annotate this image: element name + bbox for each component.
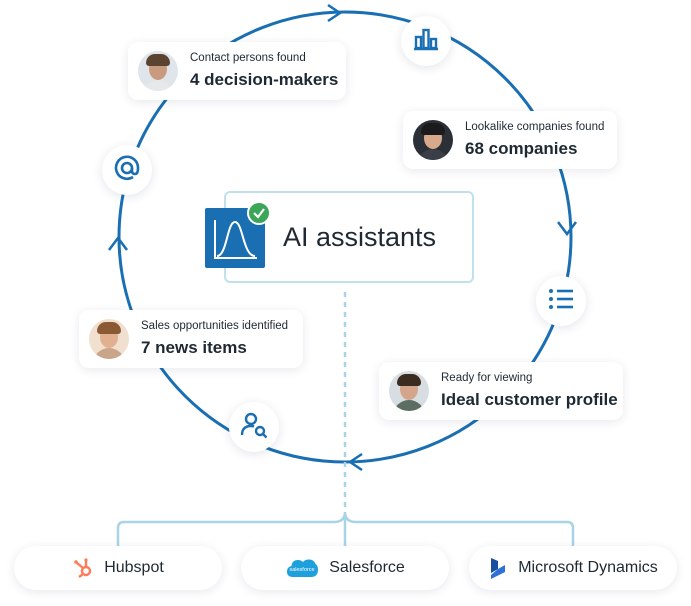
user-search-icon: [239, 410, 269, 445]
card-label: Contact persons found: [190, 52, 306, 64]
salesforce-icon: salesforce: [285, 556, 319, 580]
card-contacts: Contact persons found 4 decision-makers: [128, 42, 346, 100]
ai-assistants-hub[interactable]: [224, 191, 474, 283]
check-icon: [247, 201, 271, 225]
card-value: 4 decision-makers: [190, 70, 339, 89]
at-sign-icon: [112, 153, 142, 188]
integration-label: Microsoft Dynamics: [518, 559, 658, 576]
cycle-arrow-right: [557, 221, 577, 237]
card-value: 7 news items: [141, 338, 247, 357]
card-sales: Sales opportunities identified 7 news it…: [79, 310, 303, 368]
node-bottom[interactable]: [229, 402, 279, 452]
card-profile: Ready for viewing Ideal customer profile: [379, 362, 623, 420]
integration-connector: [116, 511, 575, 546]
list-icon: [546, 284, 576, 319]
integration-salesforce[interactable]: salesforce Salesforce: [241, 546, 449, 590]
card-label: Ready for viewing: [441, 372, 533, 384]
integration-label: Hubspot: [104, 559, 164, 576]
integration-microsoft-dynamics[interactable]: Microsoft Dynamics: [469, 546, 677, 590]
cycle-arrow-bottom: [347, 452, 363, 472]
card-lookalike: Lookalike companies found 68 companies: [403, 111, 617, 169]
avatar: [138, 51, 178, 91]
card-label: Sales opportunities identified: [141, 320, 289, 332]
node-left[interactable]: [102, 145, 152, 195]
card-value: Ideal customer profile: [441, 390, 618, 409]
bar-chart-icon: [412, 25, 440, 58]
avatar: [89, 319, 129, 359]
integration-hubspot[interactable]: Hubspot: [14, 546, 222, 590]
hub-title: AI assistants: [283, 222, 437, 252]
hubspot-icon: [72, 557, 94, 579]
avatar: [389, 371, 429, 411]
salesforce-icon-text: salesforce: [290, 567, 315, 573]
node-top[interactable]: [401, 16, 451, 66]
card-label: Lookalike companies found: [465, 121, 605, 133]
cycle-arrow-left: [108, 235, 128, 251]
microsoft-dynamics-icon: [488, 556, 508, 580]
cycle-arrow-top: [327, 3, 343, 23]
card-value: 68 companies: [465, 139, 578, 158]
integration-label: Salesforce: [329, 559, 405, 576]
avatar: [413, 120, 453, 160]
node-right[interactable]: [536, 276, 586, 326]
